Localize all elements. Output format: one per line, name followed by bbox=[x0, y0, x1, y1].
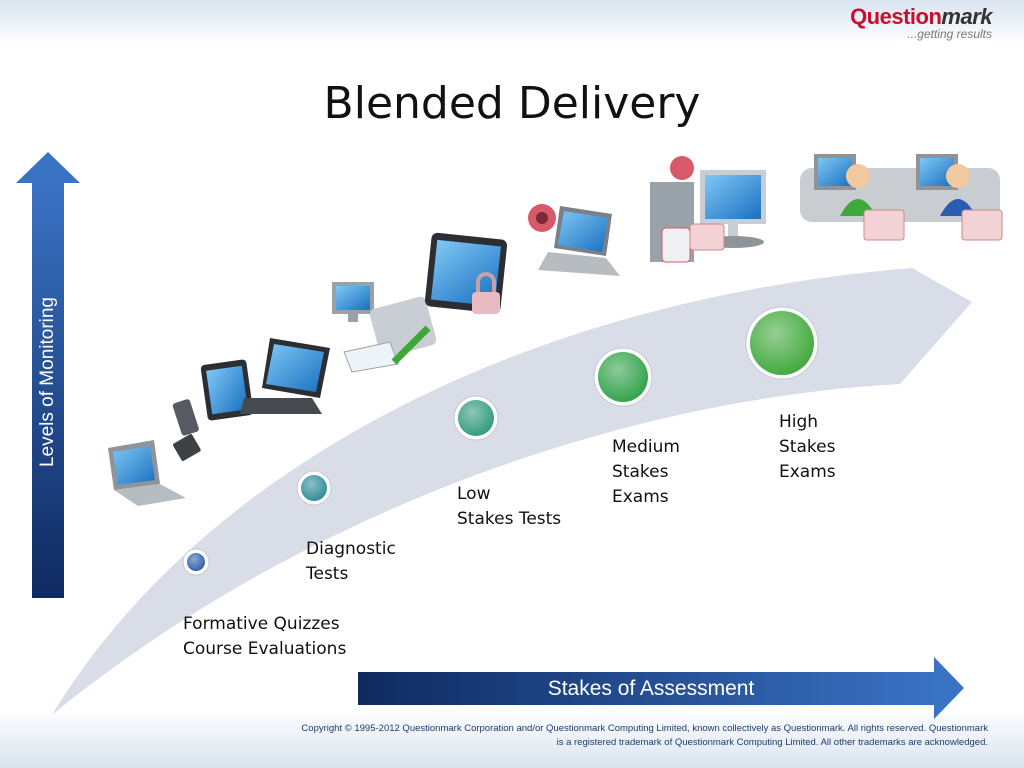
questionmark-logo: Questionmark ...getting results bbox=[850, 4, 992, 41]
tablet-and-laptop-icon bbox=[200, 338, 330, 421]
logo-tagline: ...getting results bbox=[907, 27, 992, 41]
copyright-notice: Copyright © 1995-2012 Questionmark Corpo… bbox=[208, 722, 988, 750]
bottom-band bbox=[0, 708, 1024, 768]
step-marker-highlight-4 bbox=[598, 352, 648, 402]
top-band bbox=[0, 0, 1024, 44]
phone-icon bbox=[172, 399, 201, 461]
desktop-with-biometrics-icon bbox=[650, 156, 766, 263]
computer-and-printer-icon bbox=[332, 282, 437, 373]
levels-of-monitoring-label: Levels of Monitoring bbox=[37, 296, 58, 468]
slide-title: Blended Delivery bbox=[323, 78, 701, 129]
stakes-of-assessment-label: Stakes of Assessment bbox=[547, 677, 755, 700]
step-label-diagnostic: Diagnostic Tests bbox=[306, 539, 396, 584]
copyright-line-1: Copyright © 1995-2012 Questionmark Corpo… bbox=[301, 723, 988, 734]
laptop-icon bbox=[108, 440, 186, 506]
proctored-workstations-icon bbox=[800, 154, 1003, 241]
step-marker-highlight-5 bbox=[750, 311, 814, 375]
step-marker-highlight-3 bbox=[458, 400, 494, 436]
step-label-high-stakes: High Stakes Exams bbox=[779, 412, 836, 482]
step-label-formative: Formative Quizzes Course Evaluations bbox=[183, 614, 347, 659]
locked-tablet-icon bbox=[424, 232, 508, 314]
step-marker-highlight-1 bbox=[187, 553, 205, 571]
logo-brand: Question bbox=[850, 4, 942, 29]
logo-brand-bold: mark bbox=[941, 4, 992, 29]
copyright-line-2: is a registered trademark of Questionmar… bbox=[556, 737, 988, 748]
stakes-ribbon bbox=[52, 268, 972, 715]
step-label-medium-stakes: Medium Stakes Exams bbox=[612, 437, 680, 507]
levels-of-monitoring-arrow bbox=[16, 152, 80, 598]
laptop-with-webcam-icon bbox=[528, 204, 620, 276]
step-marker-highlight-2 bbox=[301, 475, 327, 501]
stakes-of-assessment-arrow bbox=[358, 657, 964, 719]
step-markers bbox=[182, 306, 819, 576]
step-label-low-stakes: Low Stakes Tests bbox=[457, 484, 562, 529]
